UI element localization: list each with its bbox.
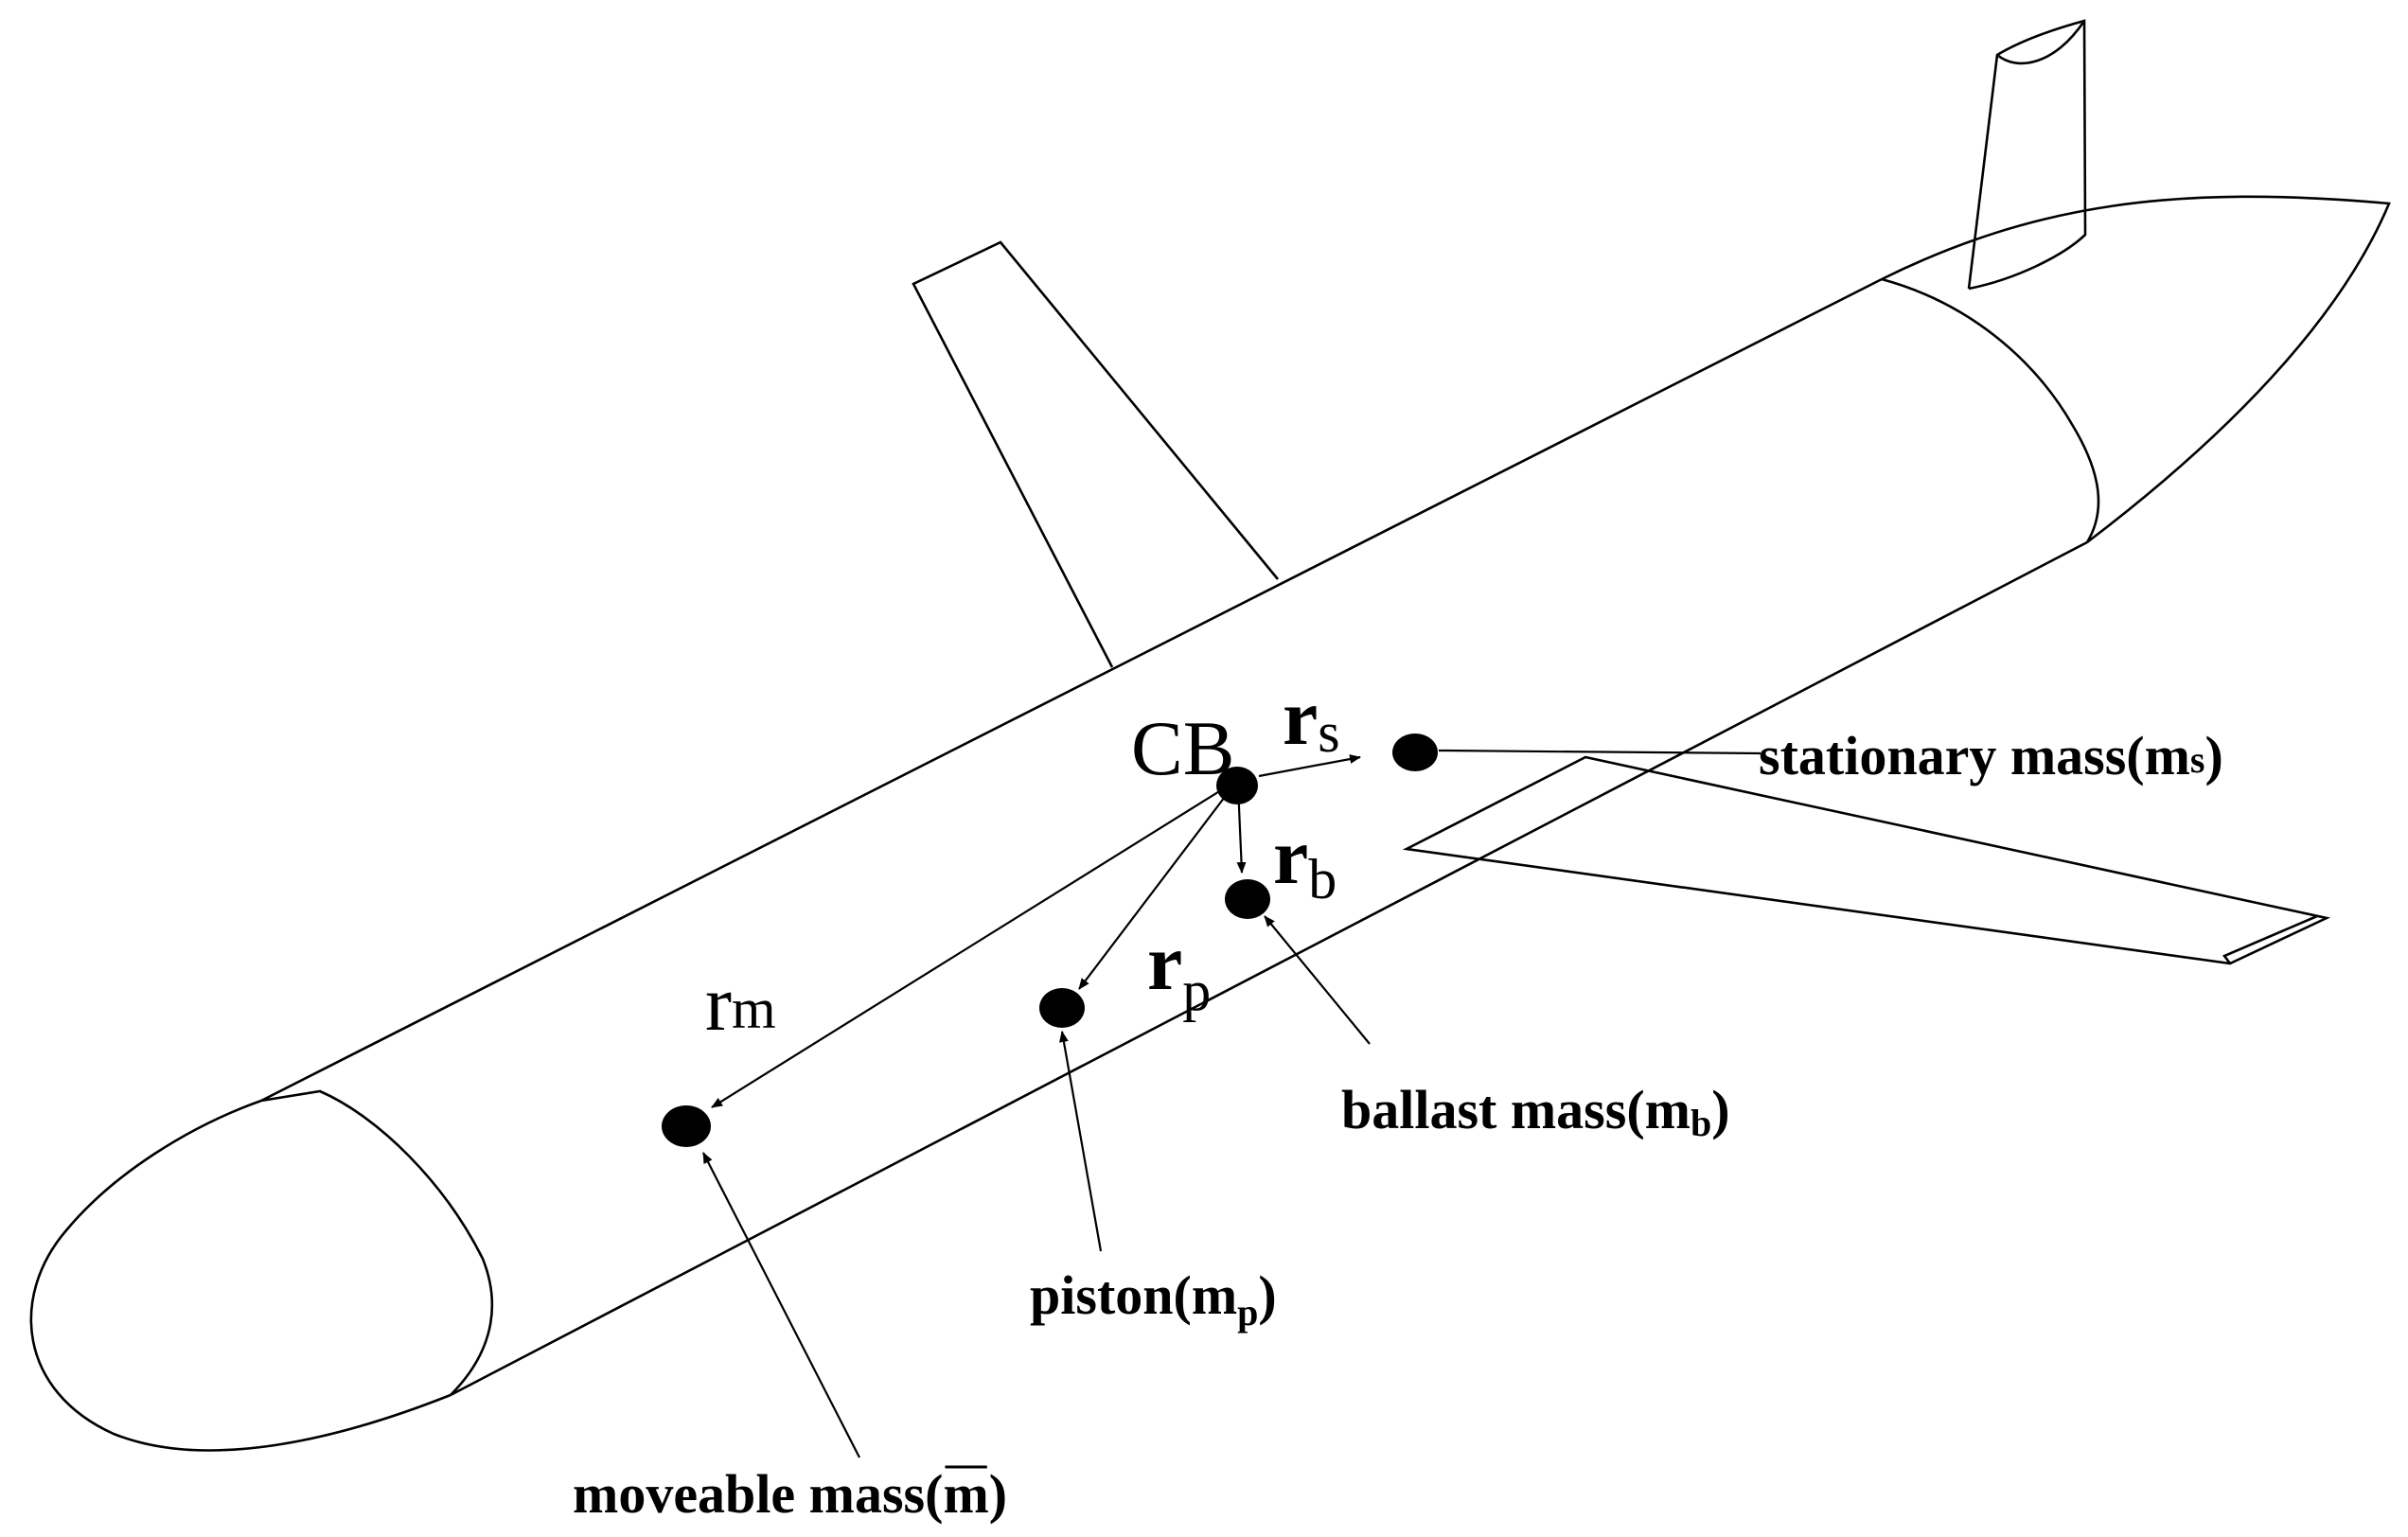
- vector-r-m-label: rm: [705, 960, 776, 1048]
- vector-r-s-label: rs: [1283, 674, 1340, 764]
- vector-r-m-line: [711, 789, 1222, 1108]
- tail-cap: [1881, 195, 2391, 544]
- piston-label: piston(mp): [1030, 1264, 1277, 1334]
- vector-r-p-label: rp: [1147, 919, 1211, 1022]
- hull-top-edge: [260, 277, 1883, 1103]
- cb-label: CB: [1131, 705, 1234, 791]
- side-wing-tip: [2222, 914, 2318, 964]
- stationary-mass-point: [1392, 733, 1438, 771]
- moveable-mass-label: moveable mass(m): [573, 1463, 1007, 1525]
- stationary-mass-label: stationary mass(ms): [1759, 725, 2223, 786]
- cb-point: [1216, 767, 1258, 804]
- piston-leader-line: [1058, 1031, 1103, 1252]
- ballast-leader-line: [1264, 915, 1371, 1045]
- nose-cap-seam: [260, 1089, 494, 1396]
- moveable-leader-line: [702, 1152, 860, 1458]
- stationary-leader-line: [1438, 749, 1762, 755]
- moveable-mass-point: [662, 1105, 711, 1147]
- piston-point: [1039, 988, 1085, 1028]
- top-wing: [912, 240, 1280, 668]
- tail-cap-seam: [1881, 277, 2100, 543]
- vector-r-b-label: rb: [1273, 813, 1337, 910]
- ballast-mass-point: [1225, 879, 1270, 919]
- tail-antenna: [1967, 19, 2087, 291]
- vector-r-p-line: [1078, 792, 1229, 990]
- hull-bottom-edge: [450, 540, 2088, 1397]
- ballast-mass-label: ballast mass(mb): [1341, 1079, 1730, 1144]
- hull-nose: [29, 1099, 452, 1452]
- vector-r-s-line: [1258, 754, 1361, 778]
- tail-antenna-rim: [1996, 20, 2086, 65]
- side-wing: [1402, 755, 2331, 965]
- moveable-m-bar: m: [943, 1463, 988, 1525]
